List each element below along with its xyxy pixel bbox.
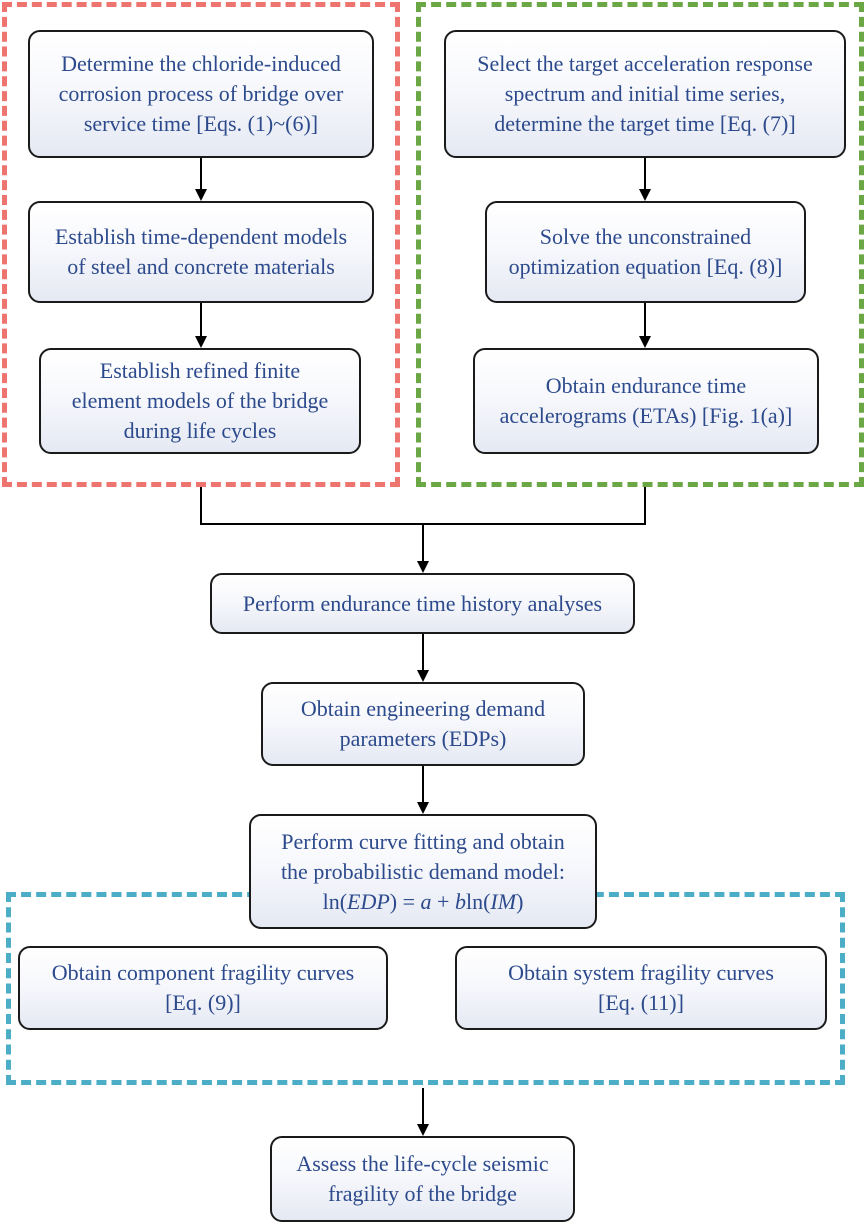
step-finite-element-models: Establish refined finite element models … xyxy=(39,348,361,454)
step-component-fragility: Obtain component fragility curves [Eq. (… xyxy=(18,946,388,1030)
text-line: Obtain endurance time xyxy=(545,373,747,398)
text-line: accelerograms (ETAs) [Fig. 1(a)] xyxy=(499,403,793,428)
text-line: element models of the bridge xyxy=(71,388,329,413)
text-line: service time [Eqs. (1)~(6)] xyxy=(83,111,319,136)
text-line: [Eq. (11)] xyxy=(598,990,684,1015)
merge-connector xyxy=(200,487,646,525)
endurance-time-group xyxy=(416,2,864,487)
step-corrosion-process: Determine the chloride-induced corrosion… xyxy=(28,30,374,158)
text-line: during life cycles xyxy=(123,418,277,443)
step-time-history-analyses: Perform endurance time history analyses xyxy=(210,573,635,634)
text-line: the probabilistic demand model: xyxy=(280,858,566,884)
step-obtain-etas: Obtain endurance time accelerograms (ETA… xyxy=(473,348,819,454)
demand-model-formula: ln(EDP) = a + bln(IM) xyxy=(322,888,524,914)
text-line: Obtain system fragility curves xyxy=(508,960,774,985)
text-line: Obtain component fragility curves xyxy=(51,960,355,985)
text-line: of steel and concrete materials xyxy=(67,254,335,279)
step-curve-fitting: Perform curve fitting and obtain the pro… xyxy=(249,814,597,929)
step-target-spectrum: Select the target acceleration response … xyxy=(444,30,846,158)
text-line: corrosion process of bridge over xyxy=(58,81,344,106)
text-line: optimization equation [Eq. (8)] xyxy=(508,254,783,279)
text-line: fragility of the bridge xyxy=(328,1181,517,1206)
step-obtain-edps: Obtain engineering demand parameters (ED… xyxy=(261,682,585,766)
text-line: Establish time-dependent models xyxy=(54,224,348,249)
corrosion-modeling-group xyxy=(2,2,400,487)
text-line: Select the target acceleration response xyxy=(477,51,813,76)
text-line: [Eq. (9)] xyxy=(165,990,241,1015)
step-optimization-equation: Solve the unconstrained optimization equ… xyxy=(485,201,806,303)
text-line: Determine the chloride-induced xyxy=(61,51,341,76)
text-line: Solve the unconstrained xyxy=(539,224,752,249)
text-line: Perform endurance time history analyses xyxy=(242,590,603,616)
text-line: parameters (EDPs) xyxy=(339,726,507,751)
text-line: spectrum and initial time series, xyxy=(504,81,786,106)
text-line: Establish refined finite xyxy=(99,358,301,383)
step-system-fragility: Obtain system fragility curves [Eq. (11)… xyxy=(455,946,827,1030)
step-material-models: Establish time-dependent models of steel… xyxy=(28,201,374,303)
step-assess-seismic-fragility: Assess the life-cycle seismic fragility … xyxy=(270,1136,575,1222)
text-line: determine the target time [Eq. (7)] xyxy=(494,111,796,136)
text-line: Obtain engineering demand xyxy=(300,696,546,721)
text-line: Perform curve fitting and obtain xyxy=(281,828,565,854)
text-line: Assess the life-cycle seismic xyxy=(296,1151,549,1176)
